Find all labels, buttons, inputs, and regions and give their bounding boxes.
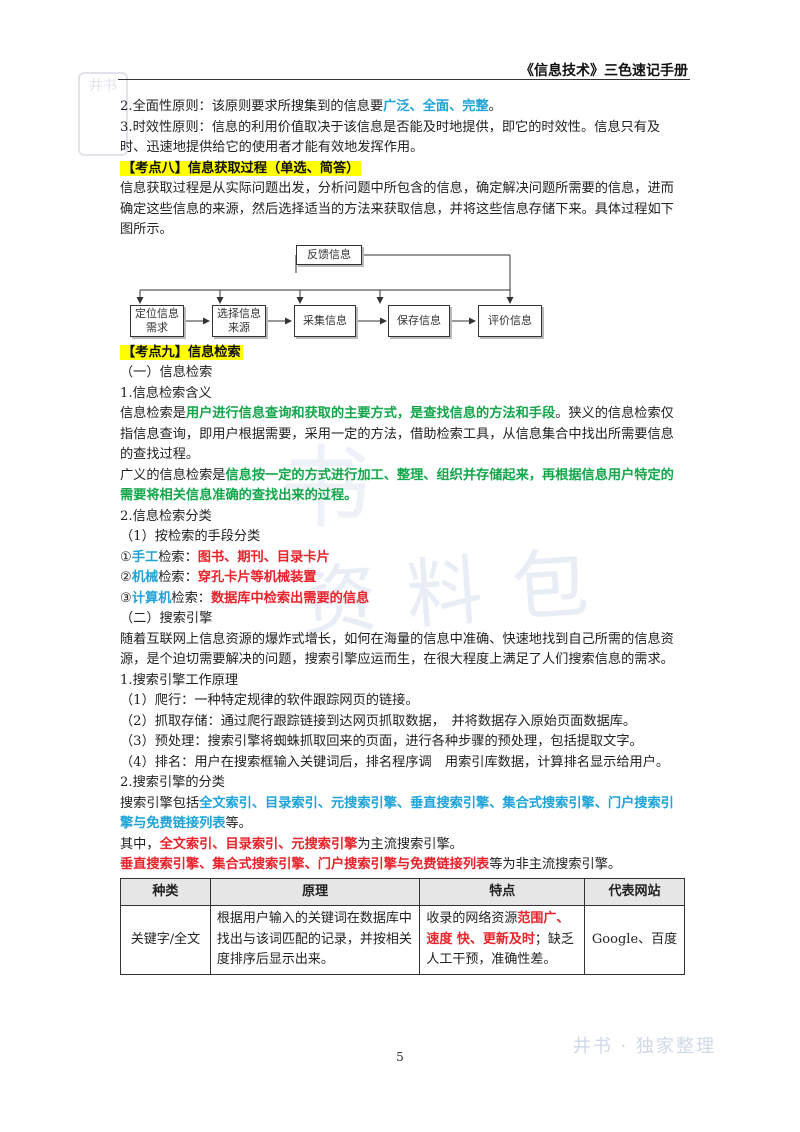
engine-mainstream: 其中，全文索引、目录索引、元搜索引擎为主流搜索引擎。 [120, 836, 463, 852]
flow-step-4: 保存信息 [388, 304, 450, 337]
table-cell-feature: 收录的网络资源范围广、速度 快、更新及时；缺乏人工干预，准确性差。 [419, 905, 586, 975]
page-number: 5 [396, 1050, 404, 1064]
flow-step-1-label: 定位信息需求 [135, 306, 179, 334]
work-step-4: （4）排名：用户在搜索框输入关键词后，排名程序调 用索引库数据，计算排名显示给用… [120, 754, 670, 770]
retrieval-definition: 信息检索是用户进行信息查询和获取的主要方式，是查找信息的方法和手段。狭义的信息检… [120, 406, 674, 462]
flow-feedback: 反馈信息 [296, 244, 362, 265]
category-manual: ①手工检索：图书、期刊、目录卡片 [120, 549, 330, 565]
flow-step-5: 评价信息 [478, 304, 542, 337]
principle-timeliness: 3.时效性原则：信息的利用价值取决于该信息是否能及时地提供，即它的时效性。信息只… [120, 119, 661, 156]
watermark-bottom: 井书 · 独家整理 [572, 1036, 716, 1057]
section-1-2-1: （1）按检索的手段分类 [120, 529, 261, 544]
category-mechanical: ②机械检索：穿孔卡片等机械装置 [120, 570, 317, 585]
flowchart-lines [136, 254, 514, 324]
process-intro: 信息获取过程是从实际问题出发，分析问题中所包含的信息，确定解决问题所需要的信息，… [120, 181, 674, 237]
section-1-1: 1.信息检索含义 [120, 385, 212, 401]
category-computer: ③计算机检索：数据库中检索出需要的信息 [120, 590, 370, 606]
work-step-2: （2）抓取存储：通过爬行跟踪链接到达网页抓取数据， 并将数据存入原始页面数据库。 [120, 713, 637, 729]
table-cell-sites: Google、百度 [584, 905, 685, 975]
header-rule [118, 79, 690, 80]
search-engine-intro: 随着互联网上信息资源的爆炸式增长，如何在海量的信息中准确、快速地找到自己所需的信… [120, 631, 674, 668]
table-header-sites: 代表网站 [584, 877, 685, 906]
watermark-logo: 井书 [78, 72, 128, 156]
flow-step-3: 采集信息 [294, 304, 356, 337]
section-2-2: 2.搜索引擎的分类 [120, 775, 225, 790]
table-header-type: 种类 [120, 877, 211, 906]
content: 2.全面性原则：该原则要求所搜集到的信息要广泛、全面、完整。 3.时效性原则：信… [120, 97, 685, 975]
retrieval-broad: 广义的信息检索是信息按一定的方式进行加工、整理、组织并存储起来，再根据信息用户特… [120, 467, 674, 504]
section-1-2: 2.信息检索分类 [120, 508, 212, 524]
flow-step-2-label: 选择信息来源 [217, 306, 261, 334]
flow-step-1: 定位信息需求 [130, 304, 184, 337]
section-1: （一）信息检索 [120, 365, 213, 380]
table-row: 关键字/全文 根据用户输入的关键词在数据库中找出与该词匹配的记录，并按相关度排序… [120, 905, 685, 975]
engine-table: 种类 原理 特点 代表网站 关键字/全文 根据用户输入的关键词在数据库中找出与该… [120, 877, 685, 975]
table-cell-principle: 根据用户输入的关键词在数据库中找出与该词匹配的记录，并按相关度排序后显示出来。 [209, 905, 421, 975]
kaodian-8: 【考点八】信息获取过程（单选、简答） [120, 160, 362, 176]
flow-step-2: 选择信息来源 [212, 304, 266, 337]
table-header-principle: 原理 [209, 877, 421, 906]
section-2: （二）搜索引擎 [120, 611, 213, 626]
section-2-1: 1.搜索引擎工作原理 [120, 672, 239, 688]
engine-types: 搜索引擎包括全文索引、目录索引、元搜索引擎、垂直搜索引擎、集合式搜索引擎、门户搜… [120, 795, 674, 832]
watermark-shu: 书 [280, 436, 370, 541]
process-flowchart: 反馈信息 定位信息需求 选择信息来源 采集信息 保存信息 评价信息 [120, 244, 685, 337]
engine-non-mainstream: 垂直搜索引擎、集合式搜索引擎、门户搜索引擎与免费链接列表等为非主流搜索引擎。 [120, 857, 622, 872]
principle-comprehensive: 2.全面性原则：该原则要求所搜集到的信息要广泛、全面、完整。 [120, 99, 502, 114]
header-title: 《信息技术》三色速记手册 [520, 63, 688, 79]
work-step-1: （1）爬行：一种特定规律的软件跟踪网页的链接。 [120, 693, 419, 708]
table-header-row: 种类 原理 特点 代表网站 [120, 877, 685, 906]
work-step-3: （3）预处理：搜索引擎将蜘蛛抓取回来的页面，进行各种步骤的预处理，包括提取文字。 [120, 734, 643, 749]
kaodian-9: 【考点九】信息检索 [120, 344, 243, 360]
table-header-feature: 特点 [419, 877, 586, 906]
table-cell-type: 关键字/全文 [120, 905, 211, 975]
